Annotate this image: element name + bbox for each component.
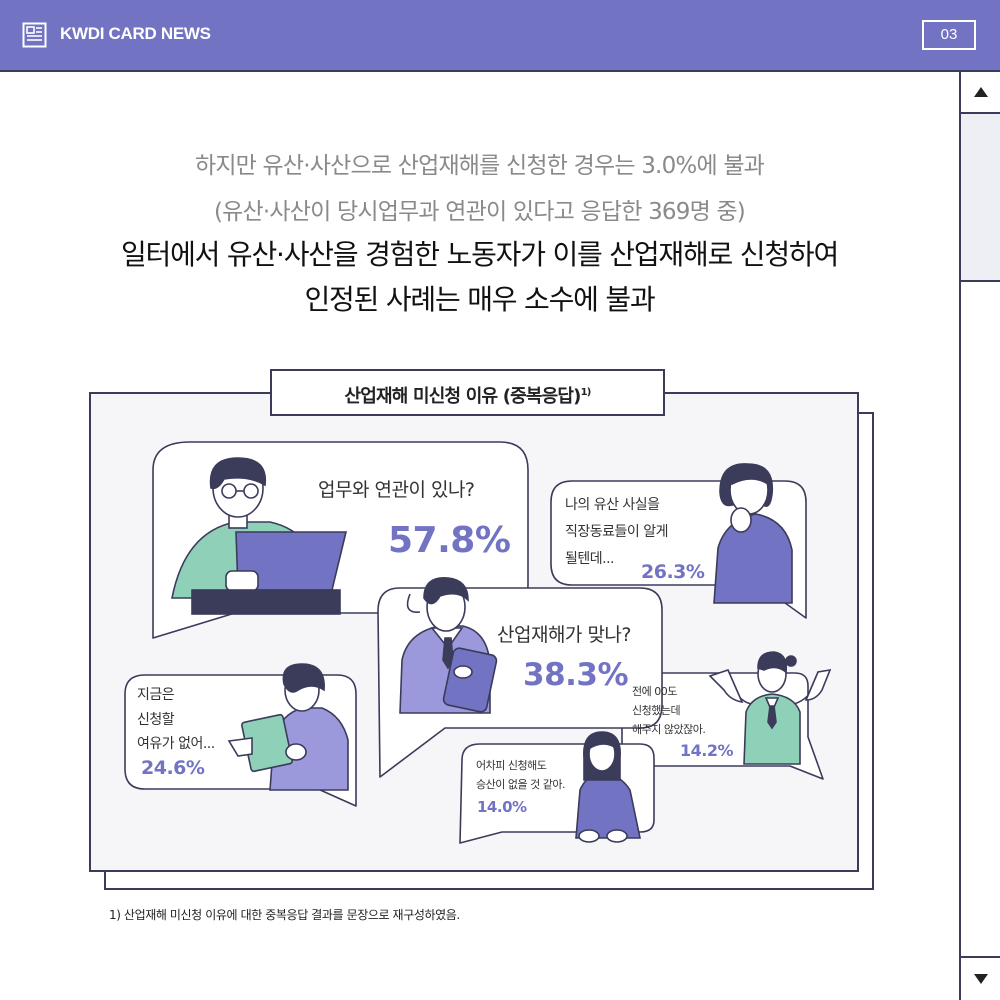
bubble-1-percent: 57.8% xyxy=(388,520,511,561)
bubble-5-text-line-2: 신청했는데 xyxy=(632,704,681,717)
bubble-6-percent: 14.0% xyxy=(477,798,527,816)
person-hesitant-woman xyxy=(575,731,641,843)
footnote-marker: 1) xyxy=(580,387,592,398)
bubble-3-text: 산업재해가 맞나? xyxy=(497,624,632,646)
person-clipboard-woman xyxy=(227,663,349,791)
scrollbar-thumb[interactable] xyxy=(961,114,1000,282)
bubble-2-text-line-1: 나의 유산 사실을 xyxy=(565,497,660,513)
person-shrugging-woman xyxy=(708,651,832,765)
bubble-4-text-line-2: 신청할 xyxy=(137,712,175,728)
bubble-2-percent: 26.3% xyxy=(641,561,705,583)
person-thinking-woman xyxy=(713,463,793,604)
bubble-3-percent: 38.3% xyxy=(523,657,629,693)
panel-title-text: 산업재해 미신청 이유 (중복응답) xyxy=(344,386,581,407)
bubble-5-text-line-3: 해주지 않았잖아. xyxy=(632,723,706,736)
scroll-up-button[interactable] xyxy=(961,72,1000,114)
card-news-header: KWDI CARD NEWS 03 xyxy=(0,0,1000,72)
triangle-down-icon xyxy=(973,974,988,984)
scroll-down-button[interactable] xyxy=(961,956,1000,1000)
bubble-2-text-line-2: 직장동료들이 알게 xyxy=(565,524,669,540)
header-title: KWDI CARD NEWS xyxy=(60,24,211,43)
headline-main-line-1: 일터에서 유산·사산을 경험한 노동자가 이를 산업재해로 신청하여 xyxy=(120,238,839,271)
person-laptop-woman xyxy=(171,457,348,615)
panel-title: 산업재해 미신청 이유 (중복응답)1) xyxy=(270,369,665,416)
newspaper-icon xyxy=(22,22,47,48)
bubble-5-text-line-1: 전에 00도 xyxy=(632,685,677,698)
bubble-4-text-line-3: 여유가 없어... xyxy=(137,736,215,752)
bubble-6-text-line-1: 어차피 신청해도 xyxy=(476,759,547,772)
bubble-6-text-line-2: 승산이 없을 것 같아. xyxy=(476,778,565,791)
headline-main-line-2: 인정된 사례는 매우 소수에 불과 xyxy=(304,283,655,316)
bubble-1-text: 업무와 연관이 있나? xyxy=(318,479,475,501)
headline-sub-line-1: 하지만 유산·사산으로 산업재해를 신청한 경우는 3.0%에 불과 xyxy=(194,153,765,179)
bubble-4-text-line-1: 지금은 xyxy=(137,687,175,703)
triangle-up-icon xyxy=(973,87,988,97)
footnote: 1) 산업재해 미신청 이유에 대한 중복응답 결과를 문장으로 재구성하였음. xyxy=(109,908,460,922)
bubble-2-text-line-3: 될텐데... xyxy=(565,551,615,567)
headline-sub-line-2: (유산·사산이 당시업무과 연관이 있다고 응답한 369명 중) xyxy=(214,199,746,225)
person-tablet-man xyxy=(399,577,498,714)
bubble-4-percent: 24.6% xyxy=(141,757,205,779)
vertical-scrollbar[interactable] xyxy=(959,72,1000,1000)
page-number-badge: 03 xyxy=(922,20,976,50)
bubble-5-percent: 14.2% xyxy=(680,741,734,760)
